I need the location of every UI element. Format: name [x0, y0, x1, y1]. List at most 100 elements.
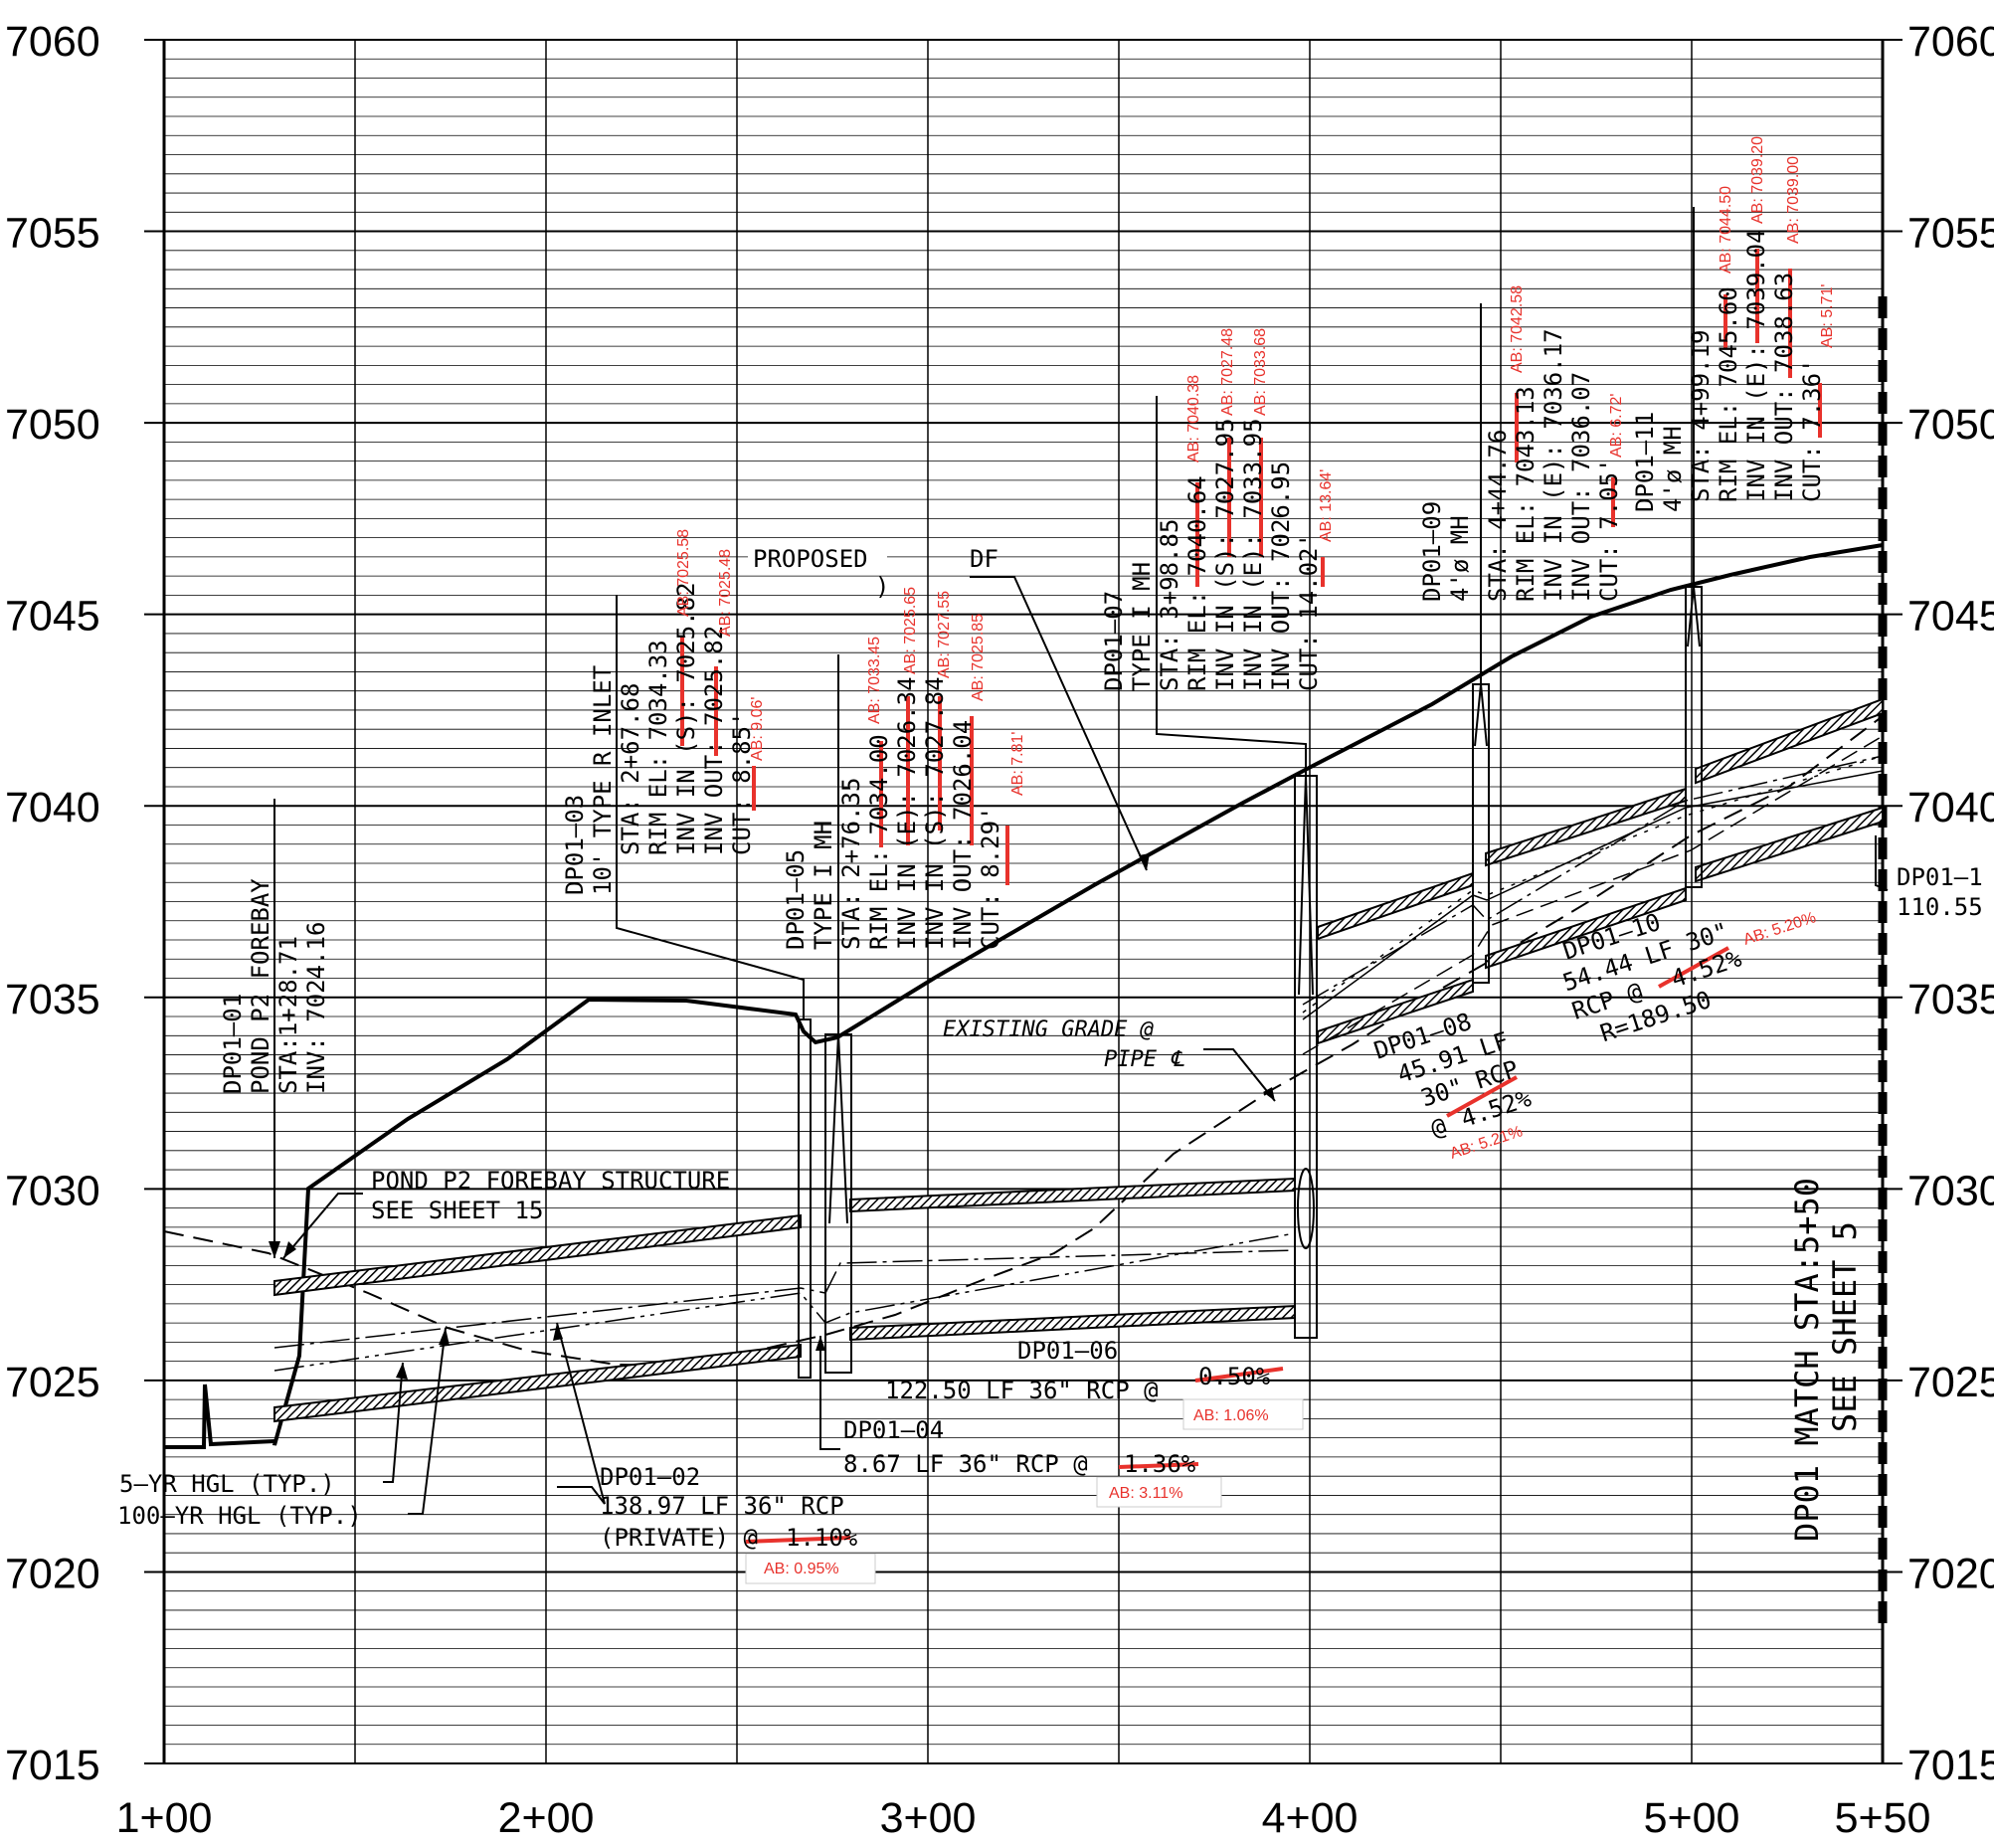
svg-text:CUT: 7.36': CUT: 7.36'	[1798, 359, 1826, 503]
match-line-note: DP01 MATCH STA:5+50 SEE SHEET 5	[1788, 1178, 1864, 1542]
svg-text:SEE SHEET 5: SEE SHEET 5	[1826, 1221, 1864, 1432]
svg-text:INV IN (E): 7039.04: INV IN (E): 7039.04	[1742, 229, 1770, 502]
elevation-tick-label: 7025	[1907, 1359, 1994, 1406]
elevation-tick-label: 7020	[5, 1550, 100, 1597]
svg-text:AB: 7039.00: AB: 7039.00	[1785, 156, 1802, 244]
elevation-tick-label: 7040	[1907, 784, 1994, 832]
elevation-tick-label: 7050	[5, 401, 100, 449]
svg-text:PROPOSED: PROPOSED	[753, 545, 868, 573]
structure-dp0111-box	[1685, 586, 1703, 888]
svg-text:POND P2 FOREBAY STRUCTURE: POND P2 FOREBAY STRUCTURE	[371, 1167, 730, 1195]
svg-text:AB: 1.06%: AB: 1.06%	[1193, 1407, 1269, 1424]
svg-text:DP01–04: DP01–04	[843, 1416, 944, 1444]
svg-text:STA: 2+67.68: STA: 2+67.68	[617, 683, 644, 855]
dp0111-label: DP01–11 4'ø MH STA: 4+99.19 RIM EL: 7045…	[1631, 136, 1836, 512]
svg-text:AB: 7025.58: AB: 7025.58	[675, 529, 692, 617]
pipe-dp0110-invert	[1485, 886, 1687, 970]
svg-text:INV IN (S): 7027.84: INV IN (S): 7027.84	[921, 676, 949, 950]
svg-text:INV IN (S): 7027.95: INV IN (S): 7027.95	[1211, 418, 1239, 691]
svg-text:AB: 7044.50: AB: 7044.50	[1718, 186, 1734, 274]
pipe-dp0102-invert	[273, 1343, 802, 1423]
station-tick-label: 5+00	[1644, 1794, 1740, 1842]
svg-text:DP01–1: DP01–1	[1897, 863, 1983, 891]
svg-text:STA: 2+76.35: STA: 2+76.35	[837, 778, 865, 950]
elevation-tick-label: 7030	[5, 1167, 100, 1214]
hgl-5yr-note: 5–YR HGL (TYP.)	[119, 1470, 335, 1498]
svg-text:DP01–01: DP01–01	[219, 994, 247, 1094]
dp0107-label: DP01–07 TYPE I MH STA: 3+98.85 RIM EL: 7…	[1100, 328, 1335, 691]
elevation-tick-label: 7025	[5, 1359, 100, 1406]
svg-text:RIM EL: 7034.00: RIM EL: 7034.00	[865, 734, 893, 950]
svg-text:AB: 6.72': AB: 6.72'	[1608, 394, 1625, 458]
structure-dp0107-box	[1294, 775, 1318, 1339]
svg-text:DP01–06: DP01–06	[1017, 1337, 1118, 1365]
svg-text:0.50%: 0.50%	[1198, 1363, 1271, 1390]
dp0102-label: DP01–02 138.97 LF 36" RCP (PRIVATE) @ 1.…	[600, 1463, 858, 1577]
station-tick-label: 5+50	[1835, 1794, 1931, 1842]
dp0110-label: DP01–10 54.44 LF 30" RCP @ 4.52% R=189.5…	[1559, 908, 1745, 1047]
svg-text:DP01–09: DP01–09	[1418, 501, 1446, 602]
svg-text:AB: 3.11%: AB: 3.11%	[1109, 1485, 1182, 1502]
svg-text:122.50 LF 36" RCP @: 122.50 LF 36" RCP @	[885, 1377, 1159, 1404]
dp0112-label: DP01–1 110.55	[1897, 863, 1983, 921]
svg-text:TYPE I MH: TYPE I MH	[1128, 562, 1156, 691]
svg-text:DF: DF	[970, 545, 998, 573]
svg-text:STA: 3+98.85: STA: 3+98.85	[1156, 519, 1183, 691]
elevation-tick-label: 7030	[1907, 1167, 1994, 1214]
svg-text:INV: 7024.16: INV: 7024.16	[302, 922, 330, 1094]
pipe-dp0102-crown	[273, 1213, 802, 1297]
svg-text:138.97 LF 36" RCP: 138.97 LF 36" RCP	[600, 1492, 844, 1520]
elevation-tick-label: 7060	[5, 18, 100, 66]
pipe-dp0112-crown	[1695, 697, 1884, 785]
svg-text:EXISTING GRADE @: EXISTING GRADE @	[943, 1017, 1155, 1042]
station-tick-label: 4+00	[1262, 1794, 1359, 1842]
dp0103-label: DP01–03 10' TYPE R INLET STA: 2+67.68 RI…	[561, 529, 766, 895]
svg-text:TYPE I MH: TYPE I MH	[810, 821, 837, 950]
svg-text:STA: 4+99.19: STA: 4+99.19	[1687, 330, 1715, 502]
pipe-dp0106-crown	[849, 1177, 1296, 1213]
dp0108-ab: AB: 5.21%	[1448, 1123, 1525, 1163]
existing-grade-note: EXISTING GRADE @ PIPE ℄	[943, 1017, 1184, 1072]
svg-text:AB: 9.06': AB: 9.06'	[749, 697, 766, 761]
forebay-note: POND P2 FOREBAY STRUCTURE SEE SHEET 15	[371, 1167, 730, 1224]
svg-text:RIM EL: 7043.13: RIM EL: 7043.13	[1512, 386, 1540, 602]
svg-text:1.36%: 1.36%	[1124, 1450, 1196, 1478]
station-tick-label: 2+00	[498, 1794, 595, 1842]
svg-text:INV IN (E): 7026.34: INV IN (E): 7026.34	[893, 676, 921, 950]
svg-text:INV OUT: 7038.63: INV OUT: 7038.63	[1770, 273, 1798, 502]
pipe-dp0112-invert	[1695, 806, 1884, 883]
svg-text:AB: 7040.38: AB: 7040.38	[1185, 375, 1202, 462]
svg-text:CUT: 7.05': CUT: 7.05'	[1595, 459, 1623, 603]
svg-text:AB: 7042.58: AB: 7042.58	[1509, 285, 1526, 373]
svg-text:4'ø MH: 4'ø MH	[1659, 426, 1687, 512]
svg-text:DP01–05: DP01–05	[782, 849, 810, 950]
svg-text:): )	[875, 573, 889, 601]
svg-text:RIM EL: 7040.64: RIM EL: 7040.64	[1183, 475, 1211, 691]
svg-text:RIM EL: 7045.60: RIM EL: 7045.60	[1715, 286, 1742, 502]
svg-text:DP01–11: DP01–11	[1631, 412, 1659, 512]
station-tick-label: 3+00	[880, 1794, 977, 1842]
svg-text:AB: 7.81': AB: 7.81'	[1009, 732, 1026, 796]
label-leaders	[273, 207, 1889, 1515]
svg-text:RIM EL: 7034.33: RIM EL: 7034.33	[644, 640, 672, 855]
svg-text:DP01–07: DP01–07	[1100, 591, 1128, 691]
svg-text:AB: 7025.85: AB: 7025.85	[970, 614, 987, 701]
outfall-pipe-invert	[164, 1384, 275, 1449]
svg-text:POND P2 FOREBAY: POND P2 FOREBAY	[247, 878, 274, 1094]
dp0101-label: DP01–01 POND P2 FOREBAY STA:1+28.71 INV:…	[219, 878, 330, 1094]
redline-strikes	[680, 249, 1822, 1544]
svg-text:CUT: 8.85': CUT: 8.85'	[728, 712, 756, 856]
svg-text:AB: 0.95%: AB: 0.95%	[764, 1561, 839, 1577]
elevation-tick-label: 7020	[1907, 1550, 1994, 1597]
elevation-tick-label: 7045	[1907, 593, 1994, 641]
svg-text:INV IN (S): 7025.82: INV IN (S): 7025.82	[672, 582, 700, 855]
svg-text:PIPE ℄: PIPE ℄	[1104, 1047, 1184, 1072]
svg-text:DP01–02: DP01–02	[600, 1463, 700, 1491]
svg-text:DP01–03: DP01–03	[561, 795, 589, 895]
elevation-tick-label: 7055	[1907, 210, 1994, 258]
dp0105-label: DP01–05 TYPE I MH STA: 2+76.35 RIM EL: 7…	[782, 587, 1026, 950]
elevation-tick-label: 7055	[5, 210, 100, 258]
svg-text:10' TYPE R INLET: 10' TYPE R INLET	[589, 665, 617, 895]
